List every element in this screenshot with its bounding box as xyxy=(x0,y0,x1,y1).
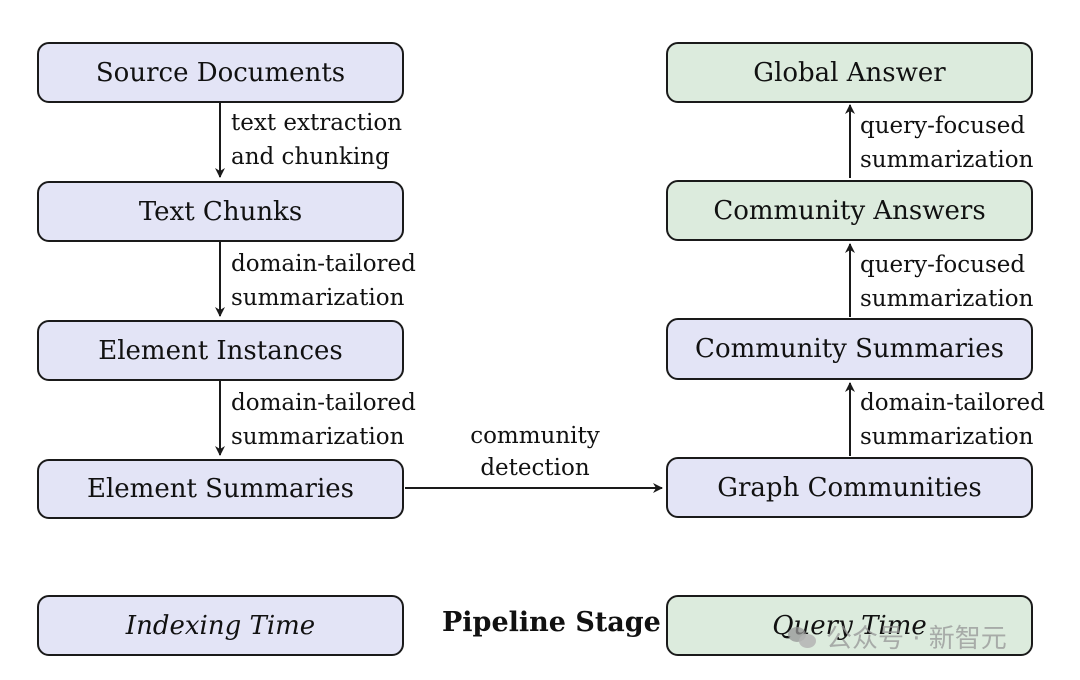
edge-label-line: and chunking xyxy=(231,144,390,170)
node-source-documents: Source Documents xyxy=(37,42,404,103)
edge-label-line: domain-tailored xyxy=(231,251,416,277)
node-label: Global Answer xyxy=(753,57,946,88)
edge-label-query-focused-1: query-focused summarization xyxy=(860,248,1033,316)
edge-label-domain-tailored-2: domain-tailored summarization xyxy=(231,386,416,454)
edge-label-line: query-focused xyxy=(860,113,1026,139)
node-element-instances: Element Instances xyxy=(37,320,404,381)
node-community-answers: Community Answers xyxy=(666,180,1033,241)
node-label: Community Summaries xyxy=(695,334,1004,364)
node-label: Text Chunks xyxy=(138,196,303,227)
edge-label-line: summarization xyxy=(231,424,405,450)
legend-query-time: Query Time xyxy=(666,595,1033,656)
edge-label-line: summarization xyxy=(860,147,1034,173)
edge-label-line: domain-tailored xyxy=(231,390,416,416)
node-community-summaries: Community Summaries xyxy=(666,318,1033,380)
watermark: 公众号 · 新智元 xyxy=(788,618,1007,655)
edge-label-community-detection: community detection xyxy=(455,420,615,484)
edge-label-domain-tailored-1: domain-tailored summarization xyxy=(231,247,416,315)
edge-label-line: community xyxy=(470,423,600,449)
wechat-icon xyxy=(788,625,818,649)
node-label: Element Summaries xyxy=(86,474,355,504)
legend-pipeline-stage: Pipeline Stage xyxy=(442,607,661,638)
node-text-chunks: Text Chunks xyxy=(37,181,404,242)
edge-label-line: summarization xyxy=(231,285,405,311)
node-label: Graph Communities xyxy=(717,472,982,503)
edge-label-line: summarization xyxy=(860,286,1034,312)
edge-label-domain-tailored-3: domain-tailored summarization xyxy=(860,386,1045,454)
legend-indexing-time: Indexing Time xyxy=(37,595,404,656)
watermark-text: 公众号 · 新智元 xyxy=(826,624,1007,654)
edge-label-line: text extraction xyxy=(231,110,403,136)
node-global-answer: Global Answer xyxy=(666,42,1033,103)
node-graph-communities: Graph Communities xyxy=(666,457,1033,518)
node-element-summaries: Element Summaries xyxy=(37,459,404,519)
node-label: Source Documents xyxy=(95,57,346,88)
edge-label-line: detection xyxy=(480,455,590,481)
edge-label-line: summarization xyxy=(860,424,1034,450)
edge-label-line: query-focused xyxy=(860,252,1026,278)
edge-label-query-focused-2: query-focused summarization xyxy=(860,109,1033,177)
edge-label-text-extraction: text extraction and chunking xyxy=(231,106,402,174)
node-label: Community Answers xyxy=(713,195,986,226)
node-label: Element Instances xyxy=(98,335,343,366)
legend-label: Indexing Time xyxy=(125,610,316,641)
edge-label-line: domain-tailored xyxy=(860,390,1045,416)
